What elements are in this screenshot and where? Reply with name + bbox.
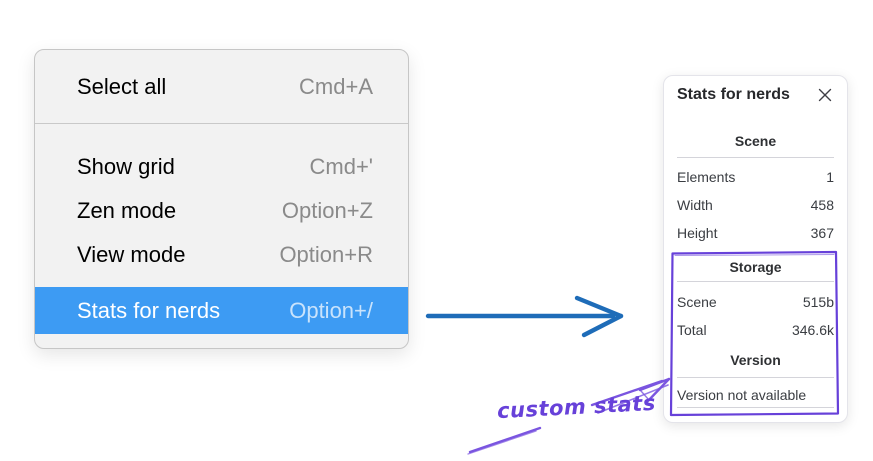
version-note: Version not available xyxy=(677,387,807,403)
context-menu: Select all Cmd+A Show grid Cmd+' Zen mod… xyxy=(34,49,409,349)
stat-label: Total xyxy=(677,322,707,338)
menu-spacer xyxy=(35,277,408,287)
stats-panel-header: Stats for nerds xyxy=(677,83,834,107)
menu-item-label: Stats for nerds xyxy=(77,297,221,323)
menu-item-view-mode[interactable]: View mode Option+R xyxy=(35,233,408,277)
stat-row-height: Height 367 xyxy=(677,219,834,247)
stat-row-elements: Elements 1 xyxy=(677,163,834,191)
section-divider xyxy=(677,377,834,378)
section-divider xyxy=(677,281,834,282)
annotation-text: custom stats xyxy=(496,390,657,424)
stat-value: 367 xyxy=(810,225,834,241)
menu-item-label: Zen mode xyxy=(77,198,177,223)
menu-item-zen-mode[interactable]: Zen mode Option+Z xyxy=(35,189,408,233)
menu-item-shortcut: Cmd+' xyxy=(309,154,374,179)
section-heading-storage: Storage xyxy=(729,259,782,275)
menu-item-label: Show grid xyxy=(77,154,175,179)
stat-value: 458 xyxy=(810,197,834,213)
stats-panel: Stats for nerds Scene Elements 1 Width 4… xyxy=(663,75,848,423)
menu-divider xyxy=(35,123,408,124)
menu-item-show-grid[interactable]: Show grid Cmd+' xyxy=(35,145,408,189)
stat-label: Width xyxy=(677,197,713,213)
stat-row-total-size: Total 346.6k xyxy=(677,316,834,344)
section-heading-scene: Scene xyxy=(734,133,777,149)
menu-item-label: Select all xyxy=(77,73,167,99)
stat-value: 1 xyxy=(826,169,834,185)
section-divider xyxy=(677,157,834,158)
stat-row-scene-size: Scene 515b xyxy=(677,288,834,316)
menu-group: Show grid Cmd+' Zen mode Option+Z View m… xyxy=(35,124,408,334)
close-button[interactable] xyxy=(816,86,834,104)
menu-item-shortcut: Option+/ xyxy=(289,297,373,323)
menu-item-select-all[interactable]: Select all Cmd+A xyxy=(35,50,408,123)
stats-panel-title: Stats for nerds xyxy=(677,86,790,103)
menu-item-shortcut: Cmd+A xyxy=(299,73,373,99)
stat-label: Height xyxy=(677,225,718,241)
stat-row-width: Width 458 xyxy=(677,191,834,219)
menu-item-stats-for-nerds[interactable]: Stats for nerds Option+/ xyxy=(35,287,408,334)
stat-label: Elements xyxy=(677,169,736,185)
stat-value: 515b xyxy=(802,294,834,310)
stat-label: Scene xyxy=(677,294,717,310)
close-icon xyxy=(818,88,832,102)
section-heading-version: Version xyxy=(730,352,781,368)
stat-value: 346.6k xyxy=(791,322,834,338)
menu-item-shortcut: Option+Z xyxy=(281,198,373,223)
blue-arrow xyxy=(425,295,624,338)
menu-item-label: View mode xyxy=(77,242,186,267)
section-divider xyxy=(677,407,834,408)
menu-item-shortcut: Option+R xyxy=(279,242,373,267)
